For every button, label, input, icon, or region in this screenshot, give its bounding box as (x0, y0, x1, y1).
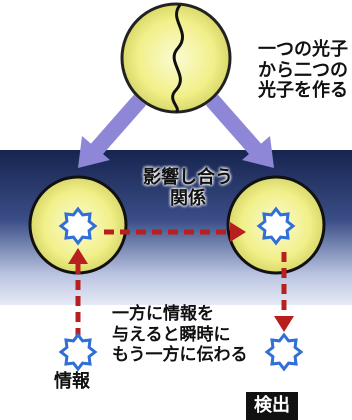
instant-line-2: 与えると瞬時に (112, 324, 231, 345)
output-arrow-head (274, 316, 294, 332)
instant-line-1: 一方に情報を (112, 304, 214, 324)
source-photon-icon (120, 2, 232, 114)
caption-top: 一つの光子 から二つの 光子を作る (236, 39, 348, 102)
detect-label: 検出 (246, 392, 298, 420)
transfer-arrow-head (230, 222, 246, 242)
input-arrow-head (68, 248, 88, 264)
caption-line-3: 光子を作る (258, 80, 348, 102)
caption-line-2: から二つの (258, 59, 348, 81)
left-photon-star-icon (58, 206, 98, 246)
info-star-icon (58, 332, 98, 372)
split-arrow-left (78, 94, 147, 168)
info-label: 情報 (54, 371, 90, 392)
split-arrow-right (205, 94, 274, 168)
relation-label: 影響し合う 関係 (118, 167, 258, 209)
detect-star-icon (264, 332, 304, 372)
instant-transfer-label: 一方に情報を 与えると瞬時に もう一方に伝わる (112, 304, 282, 366)
right-photon-star-icon (256, 206, 296, 246)
caption-line-1: 一つの光子 (258, 39, 348, 60)
instant-line-3: もう一方に伝わる (112, 345, 248, 366)
relation-line-1: 影響し合う (143, 167, 233, 188)
relation-line-2: 関係 (170, 187, 206, 209)
